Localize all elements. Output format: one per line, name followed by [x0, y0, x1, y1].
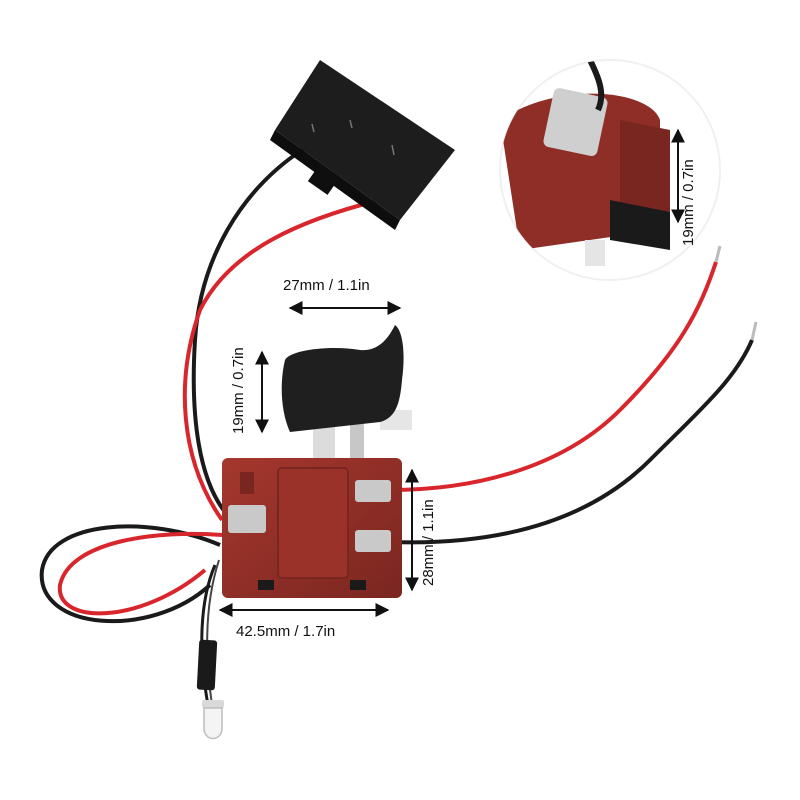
upper-wires — [182, 146, 381, 522]
detail-inset — [499, 59, 721, 281]
height-label-body: 28mm / 1.1in — [420, 499, 437, 586]
led-leads — [39, 524, 223, 706]
height-label-trigger: 19mm / 0.7in — [230, 347, 247, 434]
dimension-arrows — [218, 128, 685, 617]
led-bulb — [202, 700, 224, 740]
connector-module — [270, 60, 455, 230]
width-label-switch: 42.5mm / 1.7in — [236, 623, 336, 640]
trigger — [281, 325, 412, 463]
height-label-inset: 19mm / 0.7in — [680, 159, 697, 246]
width-label-top: 27mm / 1.1in — [283, 277, 370, 294]
output-wires — [389, 245, 758, 545]
switch-body — [222, 458, 402, 598]
